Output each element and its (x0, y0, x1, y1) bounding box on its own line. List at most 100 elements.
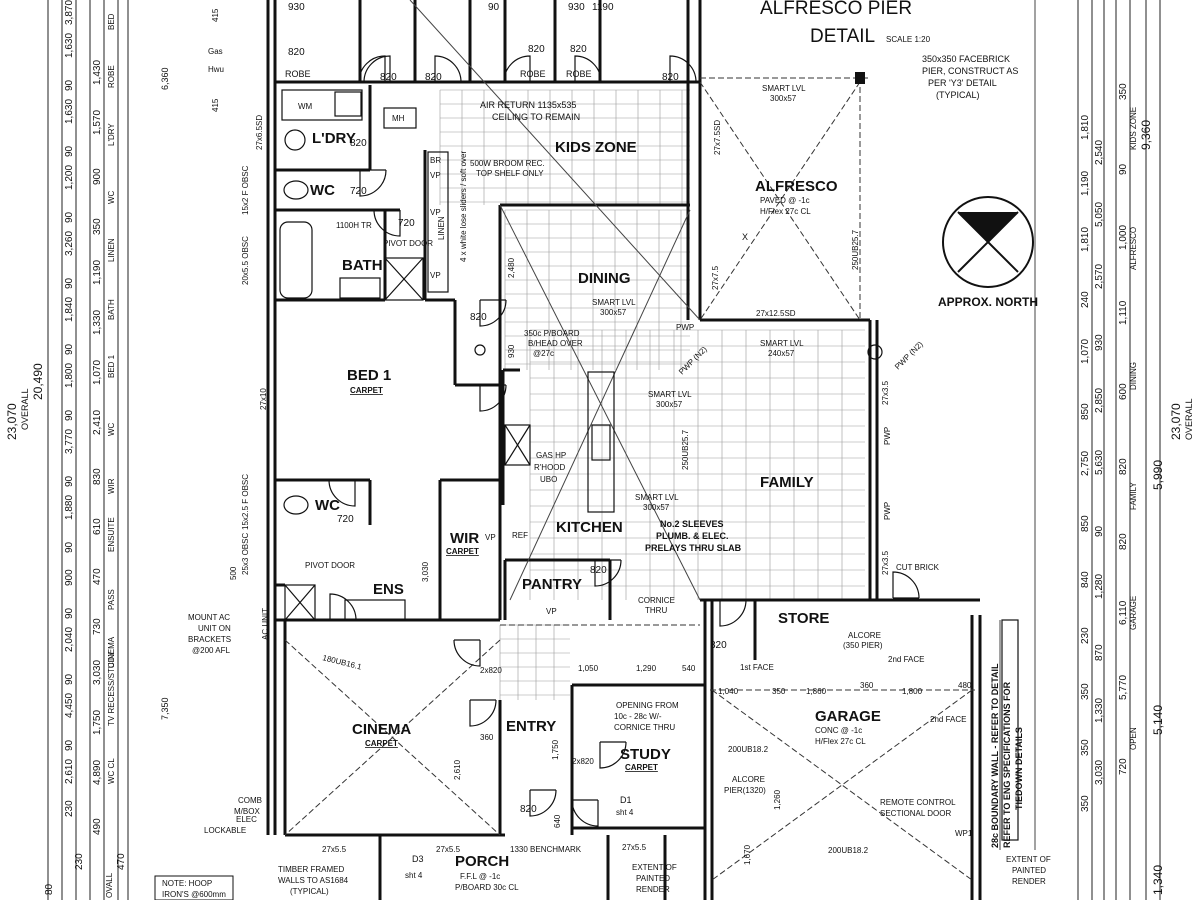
left-bottom-80: 80 (44, 883, 55, 895)
svg-text:PIVOT DOOR: PIVOT DOOR (383, 239, 433, 248)
right-dim-value: 720 (1118, 758, 1129, 775)
room-cinema: CINEMA (352, 721, 411, 738)
svg-text:PWP (N2): PWP (N2) (677, 344, 709, 376)
svg-text:360: 360 (860, 681, 874, 690)
room-alfresco: ALFRESCO (755, 178, 838, 195)
svg-text:640: 640 (553, 814, 562, 828)
left-dim-value: 90 (64, 739, 75, 751)
right-dim-value: 850 (1080, 403, 1091, 420)
right-dim-label: KIDS ZONE (1129, 107, 1138, 150)
notes: AIR RETURN 1135x535 CEILING TO REMAIN 50… (154, 47, 1051, 900)
right-dim-value: 90 (1094, 525, 1105, 537)
door-dimension: 820 (380, 72, 397, 83)
svg-text:6,360: 6,360 (160, 67, 170, 90)
right-overall-sub: OVERALL (1184, 398, 1194, 440)
svg-text:1,290: 1,290 (636, 664, 657, 673)
door-dimension: 820 (350, 138, 367, 149)
left-dim-value: 1,070 (92, 360, 103, 385)
door-dimension: 820 (570, 44, 587, 55)
svg-text:B/HEAD OVER: B/HEAD OVER (528, 339, 583, 348)
left-dim-value: 90 (64, 541, 75, 553)
left-dim-value: 610 (92, 518, 103, 535)
svg-text:20x5.5 OBSC: 20x5.5 OBSC (241, 236, 250, 285)
left-dim-label: CINEMA (107, 636, 116, 668)
left-dim-value: 90 (64, 673, 75, 685)
left-dim-value: 1,330 (92, 310, 103, 335)
svg-text:1,670: 1,670 (743, 844, 752, 865)
left-overall-dim: 23,070 (5, 403, 19, 440)
svg-text:27x7.5SD: 27x7.5SD (713, 120, 722, 155)
left-dim-value: 490 (92, 818, 103, 835)
left-dim-label: BED (107, 13, 116, 30)
svg-text:SMART LVL: SMART LVL (635, 493, 679, 502)
left-dim-label: WIR (107, 478, 116, 494)
left-dim-value: 830 (92, 468, 103, 485)
left-dim-value: 3,870 (64, 0, 75, 25)
right-block-d-dim: 1,340 (1151, 865, 1165, 895)
door-swing (479, 299, 507, 327)
left-dim-value: 900 (64, 569, 75, 586)
svg-text:RENDER: RENDER (1012, 877, 1046, 886)
svg-text:PIER, CONSTRUCT AS: PIER, CONSTRUCT AS (922, 66, 1018, 76)
svg-text:OPENING FROM: OPENING FROM (616, 701, 679, 710)
left-dim-label: ROBE (107, 65, 116, 88)
room-store: STORE (778, 610, 829, 627)
garage-sub-1: CONC @ -1c (815, 726, 862, 735)
right-dim-label: OPEN (1129, 727, 1138, 750)
svg-text:EXTENT OF: EXTENT OF (1006, 855, 1051, 864)
room-garage: GARAGE (815, 708, 881, 725)
svg-text:360: 360 (480, 733, 494, 742)
svg-text:1,750: 1,750 (551, 739, 560, 760)
svg-text:2,480: 2,480 (507, 257, 516, 278)
left-bottom-470: 470 (116, 853, 127, 870)
right-dim-value: 350 (1080, 683, 1091, 700)
left-bottom-ovall: OVALL (105, 872, 114, 898)
door-dimension: 820 (470, 312, 487, 323)
svg-text:SMART LVL: SMART LVL (762, 84, 806, 93)
room-kids-zone: KIDS ZONE (555, 139, 637, 156)
svg-text:250UB25.7: 250UB25.7 (851, 229, 860, 270)
left-dim-value: 90 (64, 277, 75, 289)
left-dim-value: 90 (64, 409, 75, 421)
svg-text:27x3.5: 27x3.5 (881, 550, 890, 575)
door-swing (529, 789, 557, 817)
svg-text:ELEC: ELEC (236, 815, 257, 824)
right-dim-label: ALFRESCO (1129, 227, 1138, 270)
door-swing (669, 55, 697, 83)
door-dimension: 720 (350, 186, 367, 197)
right-dim-column-b: 2,5405,0502,5709302,8505,630901,2808701,… (1094, 140, 1105, 785)
svg-text:15x2.5 F OBSC: 15x2.5 F OBSC (241, 474, 250, 530)
left-dim-label: PASS (107, 589, 116, 610)
door-swing (329, 593, 357, 621)
door-swing (358, 55, 386, 83)
pier-note: 350x350 FACEBRICK PIER, CONSTRUCT AS PER… (922, 54, 1018, 100)
svg-text:BRACKETS: BRACKETS (188, 635, 231, 644)
svg-text:PIVOT DOOR: PIVOT DOOR (305, 561, 355, 570)
right-dim-label: FAMILY (1129, 481, 1138, 510)
wir-floor: CARPET (446, 547, 479, 556)
svg-text:UBO: UBO (540, 475, 557, 484)
right-dim-value: 1,190 (1080, 171, 1091, 196)
door-dimension: 820 (425, 72, 442, 83)
dimension-labels: 27x6.5SD 27x10 27x7.5SD 27x7.5 27x3.5 27… (160, 8, 972, 865)
door-swings (328, 55, 920, 827)
svg-text:PWP: PWP (883, 427, 892, 445)
svg-text:2x820: 2x820 (572, 757, 594, 766)
svg-text:LINEN: LINEN (437, 216, 446, 240)
right-dim-value: 870 (1094, 644, 1105, 661)
svg-text:CORNICE THRU: CORNICE THRU (614, 723, 675, 732)
door-dimension: 720 (337, 514, 354, 525)
garage-sub-2: H/Flex 27c CL (815, 737, 866, 746)
left-dim-value: 90 (64, 145, 75, 157)
right-dim-value: 840 (1080, 571, 1091, 588)
right-dim-value: 1,070 (1080, 339, 1091, 364)
right-dim-value: 2,540 (1094, 140, 1105, 165)
left-dim-value: 900 (92, 168, 103, 185)
left-dim-value: 730 (92, 618, 103, 635)
room-robe-2: ROBE (520, 69, 546, 79)
svg-text:25x3 OBSC: 25x3 OBSC (241, 533, 250, 575)
svg-text:27x5.5: 27x5.5 (436, 845, 461, 854)
left-dim-value: 1,570 (92, 110, 103, 135)
right-dim-value: 240 (1080, 291, 1091, 308)
